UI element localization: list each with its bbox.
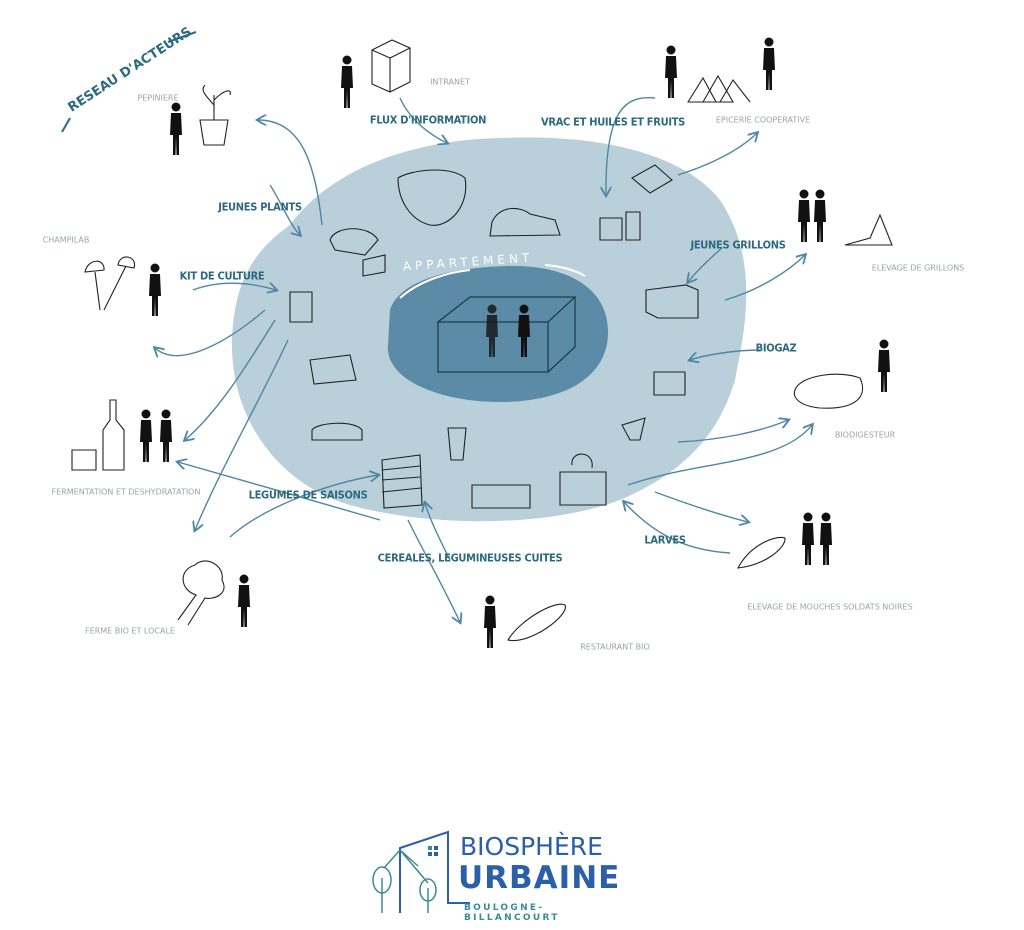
- larva-icon: [737, 536, 786, 569]
- mushroom-icon: [84, 256, 136, 311]
- actor-intranet: INTRANET: [430, 77, 470, 87]
- actor-grillons: ELEVAGE DE GRILLONS: [871, 263, 965, 273]
- actor-biodigesteur: BIODIGESTEUR: [834, 430, 896, 440]
- flow-label-vrac: VRAC ET HUILES ET FRUITS: [541, 115, 685, 129]
- logo-line1: BIOSPHÈRE: [460, 832, 603, 861]
- bottle-icon: [71, 399, 125, 471]
- seed-tray-icon: [309, 354, 357, 385]
- cricket-icon: [844, 213, 893, 246]
- biodigester-icon: [793, 373, 864, 409]
- grinder-icon: [621, 417, 646, 441]
- logo-line2: URBAINE: [458, 860, 621, 896]
- net-icon: [397, 169, 467, 226]
- building-trees-icon: [372, 830, 470, 913]
- actor-mouches: ELEVAGE DE MOUCHES SOLDATS NOIRES: [747, 602, 913, 612]
- person-icon: [170, 102, 182, 155]
- actor-restaurant: RESTAURANT BIO: [580, 642, 650, 652]
- stove-icon: [653, 371, 686, 396]
- toilet-icon: [559, 453, 607, 506]
- actor-epicerie: EPICERIE COOPERATIVE: [715, 115, 811, 125]
- flow-label-legumes: LEGUMES DE SAISONS: [248, 488, 368, 502]
- jars-icon: [599, 164, 673, 241]
- biosphere-urbaine-logo: BIOSPHÈRE URBAINE BOULOGNE-BILLANCOURT: [370, 828, 630, 923]
- sprout-tray-icon: [311, 422, 363, 441]
- flow-label-larves: LARVES: [644, 533, 686, 547]
- composter-icon: [471, 484, 531, 509]
- apartment-box-icon: [436, 296, 577, 373]
- flow-label-biogaz: BIOGAZ: [755, 341, 797, 355]
- bread-icon: [507, 603, 566, 642]
- flow-label-information: FLUX D'INFORMATION: [369, 113, 487, 127]
- flow-label-cereales: CEREALES, LEGUMINEUSES CUITES: [377, 551, 563, 565]
- flow-label-jeunes-plants: JEUNES PLANTS: [218, 200, 302, 214]
- cooking-icon: [489, 207, 561, 237]
- actor-champilab: CHAMPILAB: [42, 235, 90, 245]
- flow-label-kit-culture: KIT DE CULTURE: [179, 269, 265, 283]
- plant-pot-icon: [199, 84, 231, 146]
- actor-pepiniere: PEPINIERE: [137, 93, 179, 103]
- cricket-box-icon: [645, 284, 699, 319]
- actor-fermentation: FERMENTATION ET DESHYDRATATION: [51, 487, 201, 497]
- pyramids-icon: [687, 74, 751, 103]
- flow-label-jeunes-grillons: JEUNES GRILLONS: [690, 238, 786, 252]
- logo-line3: BOULOGNE-BILLANCOURT: [464, 903, 560, 923]
- actor-ferme: FERME BIO ET LOCALE: [85, 626, 175, 636]
- grow-kit-icon: [289, 291, 313, 323]
- glass-icon: [447, 427, 467, 461]
- planter-icon: [329, 228, 386, 277]
- server-icon: [371, 39, 411, 93]
- tree-icon: [177, 560, 225, 626]
